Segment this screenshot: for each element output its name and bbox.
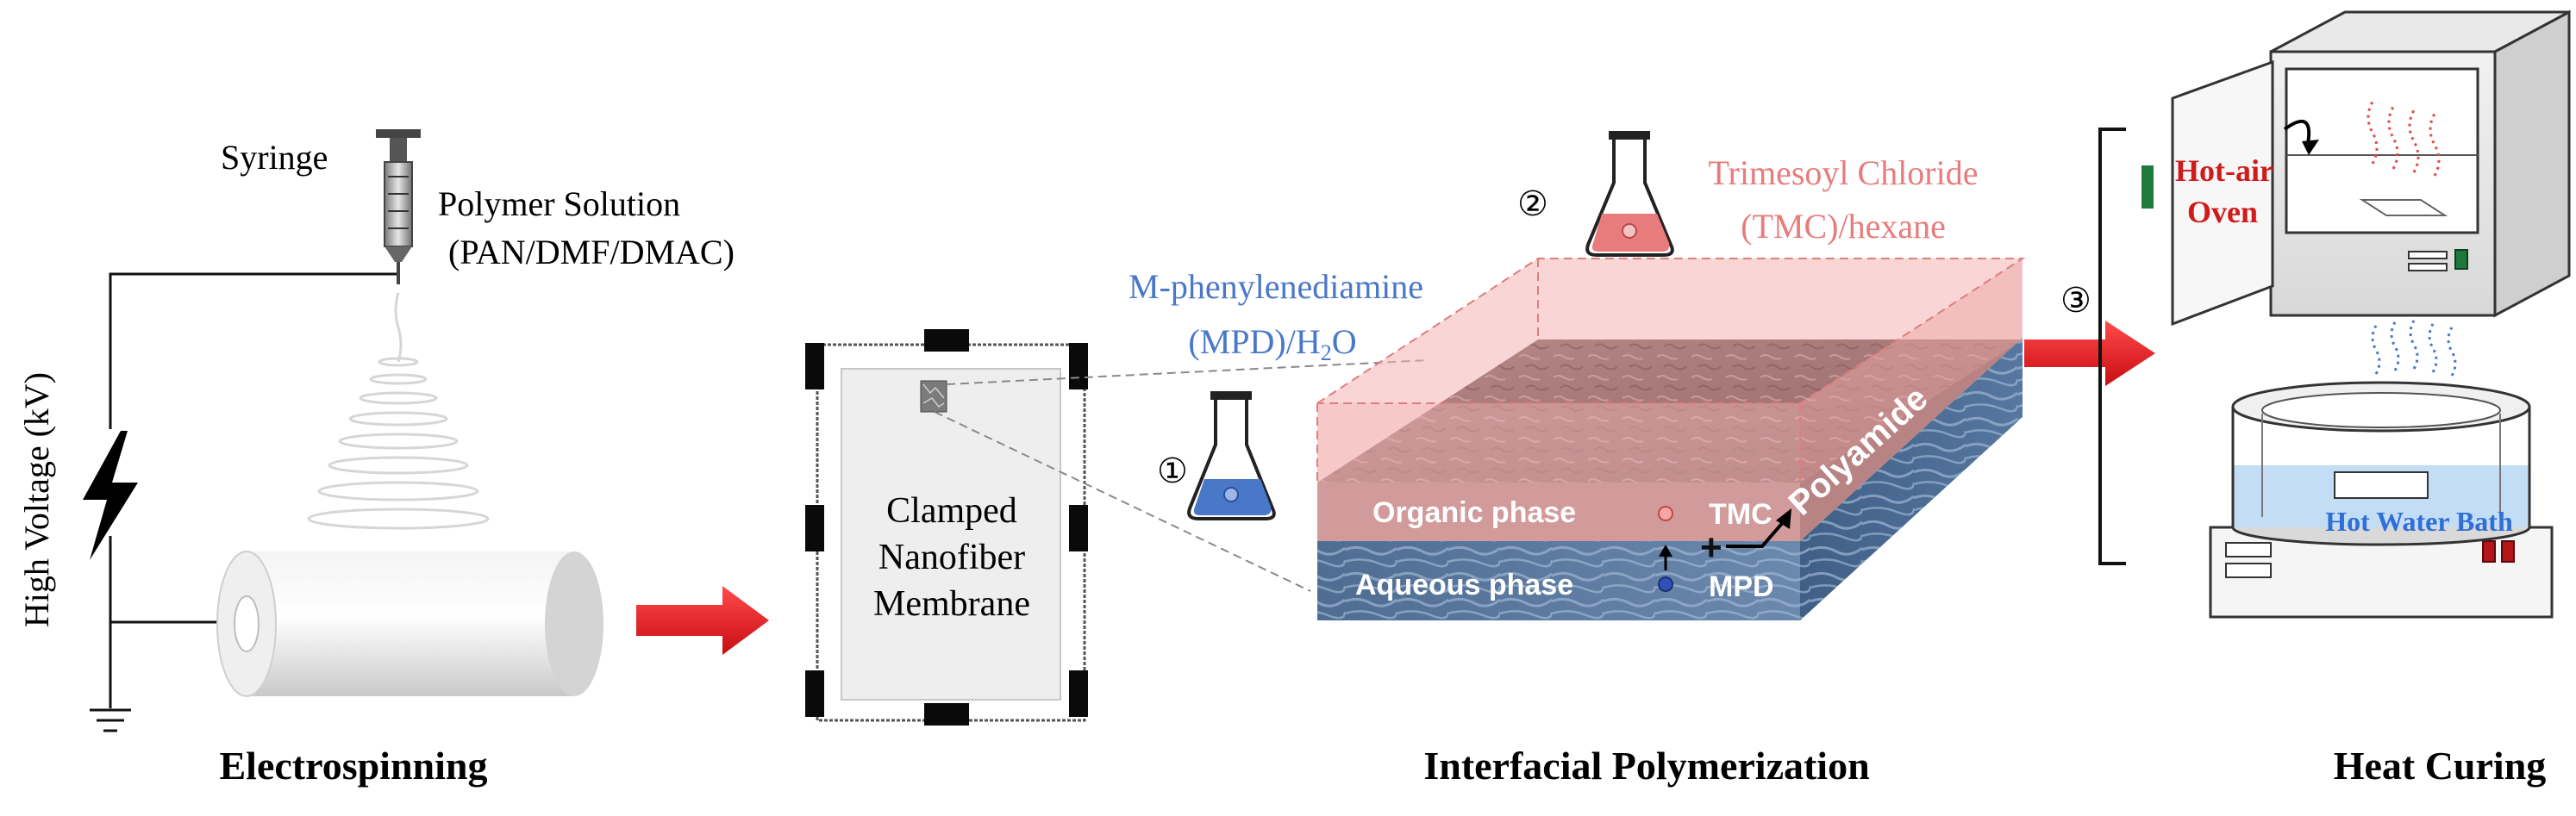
electrospinning-section: High Voltage (kV) Syringe Polymer Soluti… — [17, 129, 735, 788]
mpd-label: MPD — [1709, 570, 1774, 603]
heat-curing-title: Heat Curing — [2334, 744, 2547, 788]
step1-marker: ① — [1157, 452, 1188, 490]
voltage-wire-top — [109, 272, 398, 429]
tmc-molecule-icon — [1658, 506, 1673, 521]
organic-layer-front — [1317, 483, 1800, 541]
options-bracket — [2098, 128, 2126, 565]
hot-water-bath-icon — [2209, 320, 2554, 619]
clamped-membrane: Clamped Nanofiber Membrane — [805, 329, 1088, 726]
zoom-line-bottom — [934, 411, 1311, 592]
step2-marker: ② — [1517, 184, 1548, 223]
ground-icon — [90, 708, 131, 732]
interfacial-title: Interfacial Polymerization — [1423, 744, 1869, 788]
syringe-label: Syringe — [221, 138, 328, 177]
syringe-icon — [376, 129, 421, 284]
membrane-label-line2: Nanofiber — [878, 538, 1025, 577]
mpd-solution-label-line2: (MPD)/H2O — [1188, 322, 1356, 365]
heat-curing-section: Hot-air Oven — [2098, 9, 2571, 788]
interfacial-section: Organic phase Aqueous phase TMC MPD + Po… — [1129, 131, 2026, 788]
electrospinning-title: Electrospinning — [220, 744, 488, 788]
reaction-arrow-icon — [1726, 519, 1786, 548]
polymer-solution-sub-label: (PAN/DMF/DMAC) — [448, 233, 735, 271]
flow-arrow-1 — [636, 586, 769, 655]
tmc-flask-icon — [1585, 131, 1674, 257]
mpd-flask-icon — [1187, 391, 1276, 520]
reaction-plus: + — [1700, 526, 1723, 569]
membrane-label-line1: Clamped — [886, 491, 1017, 531]
collector-drum — [216, 551, 603, 697]
mpd-molecule-icon — [1658, 576, 1673, 592]
membrane-clamps — [805, 329, 1088, 726]
hot-air-oven-icon — [2141, 9, 2571, 327]
lightning-bolt-icon — [83, 431, 138, 560]
aqueous-layer — [1317, 338, 2023, 620]
tmc-solution-label-line1: Trimesoyl Chloride — [1709, 153, 1979, 192]
aqueous-phase-label: Aqueous phase — [1355, 569, 1573, 601]
organic-phase-label: Organic phase — [1372, 496, 1576, 529]
organic-solution-volume — [1317, 259, 2023, 483]
oven-label-line2: Oven — [2187, 195, 2258, 229]
step3-marker: ③ — [2060, 281, 2091, 320]
zoom-line-top — [946, 359, 1429, 385]
tmc-solution-label-line2: (TMC)/hexane — [1741, 207, 1946, 246]
flow-arrow-2 — [2024, 321, 2155, 386]
membrane-label-line3: Membrane — [873, 584, 1030, 624]
voltage-label: High Voltage (kV) — [17, 372, 56, 627]
mpd-solution-label-line1: M-phenylenediamine — [1129, 267, 1423, 306]
bath-label: Hot Water Bath — [2325, 506, 2513, 537]
tmc-label: TMC — [1709, 498, 1773, 531]
electrospinning-jet — [307, 292, 490, 530]
polymer-solution-label: Polymer Solution — [438, 184, 680, 223]
oven-label-line1: Hot-air — [2175, 153, 2273, 188]
